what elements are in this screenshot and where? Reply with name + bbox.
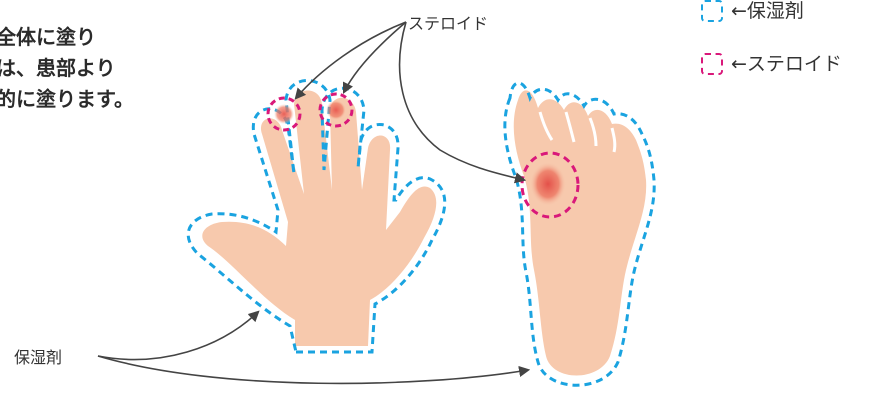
arrow-steroid-finger-1: [296, 22, 406, 98]
arrow-steroid-foot: [400, 22, 524, 180]
hand-illustration: [188, 81, 445, 353]
arrow-steroid-finger-2: [344, 22, 406, 92]
lesion-finger-2: [326, 100, 346, 120]
arrow-moisturizer-hand: [98, 312, 258, 359]
moisturizer-callout: 保湿剤: [14, 344, 62, 368]
foot-illustration: [505, 83, 654, 385]
steroid-callout: ステロイド: [408, 10, 488, 34]
hand-skin: [202, 91, 436, 347]
lesion-foot: [530, 162, 566, 206]
lesion-finger-1: [274, 104, 294, 124]
arrow-moisturizer-foot: [98, 356, 528, 383]
